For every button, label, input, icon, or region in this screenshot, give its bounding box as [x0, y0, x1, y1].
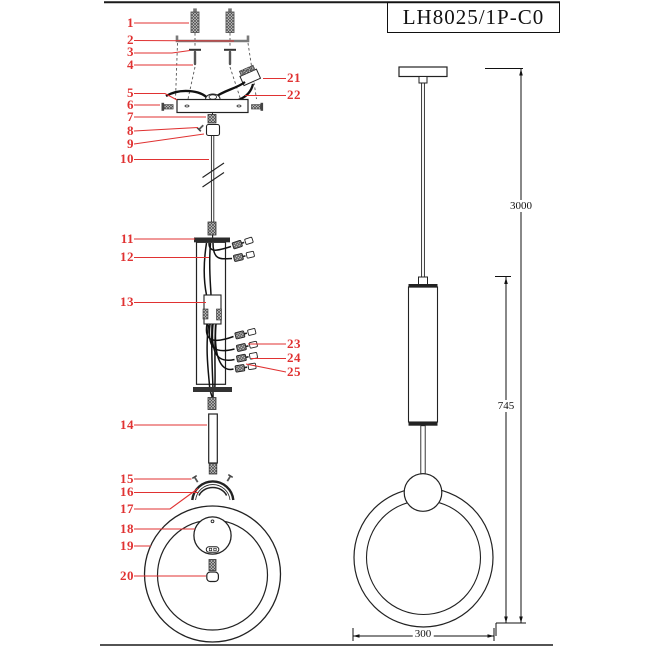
- part-label-6: 6: [127, 97, 134, 112]
- part-label-22: 22: [287, 87, 301, 102]
- part-label-4: 4: [127, 57, 134, 72]
- part-label-12: 12: [120, 249, 134, 264]
- part-label-20: 20: [120, 568, 134, 583]
- dimension-arrowheads: [353, 69, 523, 638]
- upper-connectors: [231, 235, 256, 263]
- part-label-17: 17: [120, 501, 134, 516]
- ball-joint: [193, 516, 232, 555]
- pendant-elevation-view: [353, 66, 494, 628]
- title-block: LH8025/1P-C0: [387, 2, 560, 33]
- part-label-14: 14: [120, 417, 134, 432]
- part-label-25: 25: [287, 364, 301, 379]
- part-label-24: 24: [287, 350, 301, 365]
- elev-grip: [418, 276, 428, 286]
- mounting-screws: [189, 48, 236, 66]
- elev-canopy: [398, 66, 448, 78]
- dim-fixture-height: 745: [495, 400, 517, 412]
- part-label-18: 18: [120, 521, 134, 536]
- part-label-21: 21: [287, 70, 301, 85]
- dome-mount: [191, 480, 235, 501]
- part-label-1: 1: [127, 15, 134, 30]
- part-label-10: 10: [120, 151, 134, 166]
- part-label-3: 3: [127, 44, 134, 59]
- exploded-view: [143, 7, 282, 643]
- part-label-19: 19: [120, 538, 134, 553]
- ceiling-canopy: [176, 93, 249, 115]
- part-label-13: 13: [120, 294, 134, 309]
- dim-ring-width: 300: [412, 628, 434, 640]
- mounting-bracket-bar: [175, 35, 250, 43]
- elev-wire: [421, 83, 425, 277]
- set-screw: [196, 122, 206, 133]
- expansion-anchors: [190, 7, 235, 33]
- dim-total-drop: 3000: [508, 200, 534, 212]
- suspension-wire: [202, 136, 225, 238]
- part-label-8: 8: [127, 123, 134, 138]
- cord-grip-block: [205, 123, 221, 137]
- wire-connector-block: [238, 64, 262, 87]
- part-label-9: 9: [127, 136, 134, 151]
- model-number: LH8025/1P-C0: [402, 5, 545, 29]
- led-driver: [202, 294, 222, 328]
- elev-ball: [403, 473, 443, 512]
- leader-lines: [133, 22, 287, 577]
- light-ring: [143, 505, 282, 643]
- part-label-23: 23: [287, 336, 301, 351]
- bottom-plug: [206, 559, 220, 583]
- stem-rod: [208, 413, 218, 475]
- part-label-7: 7: [127, 109, 134, 124]
- tube-end-caps: [193, 237, 232, 410]
- canopy-side-screws: [161, 102, 264, 111]
- part-label-2: 2: [127, 32, 134, 47]
- part-label-5: 5: [127, 85, 134, 100]
- elev-hub: [418, 76, 428, 84]
- part-label-16: 16: [120, 484, 134, 499]
- knurled-nut: [207, 114, 217, 124]
- part-label-11: 11: [120, 231, 134, 246]
- part-label-15: 15: [120, 471, 134, 486]
- elev-rod: [420, 425, 426, 475]
- projection-dashed-lines: [175, 33, 257, 100]
- tube-inner-wires-upper: [203, 242, 233, 296]
- elev-body: [407, 284, 439, 426]
- elev-ring: [353, 487, 494, 628]
